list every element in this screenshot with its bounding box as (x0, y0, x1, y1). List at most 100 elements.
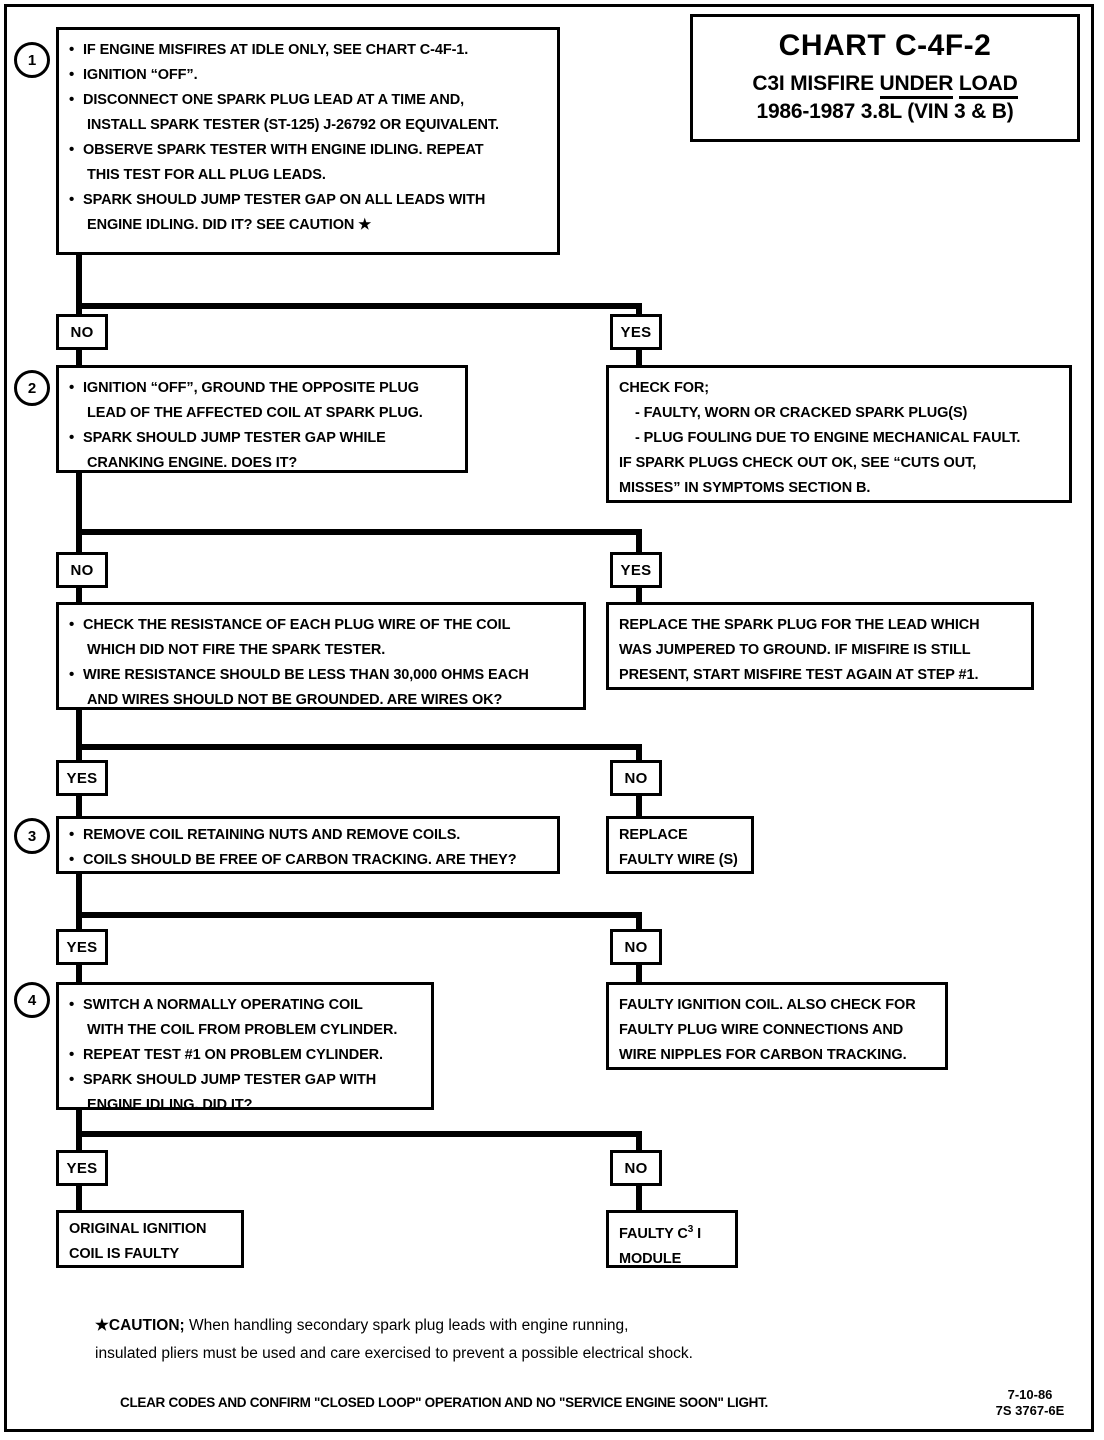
tag-yes-2: YES (610, 552, 662, 588)
check-for-box: CHECK FOR; - FAULTY, WORN OR CRACKED SPA… (606, 365, 1072, 503)
step-marker-4: 4 (14, 982, 50, 1018)
tag-yes-3: YES (56, 760, 108, 796)
connector-v-step2-down (76, 473, 82, 553)
chart-number: CHART C-4F-2 (778, 29, 992, 62)
connector-h-resistance (76, 744, 642, 750)
connector-v-step4-no (636, 1131, 642, 1151)
step2-box: IGNITION “OFF”, GROUND THE OPPOSITE PLUG… (56, 365, 468, 473)
step-marker-3: 3 (14, 818, 50, 854)
connector-v-no1-box2 (76, 348, 82, 368)
connector-h-step2 (76, 529, 642, 535)
tag-no-5: NO (610, 1150, 662, 1186)
tag-yes-5: YES (56, 1150, 108, 1186)
replace-plug-line-3: PRESENT, START MISFIRE TEST AGAIN AT STE… (619, 667, 979, 683)
tag-no-4: NO (610, 929, 662, 965)
connector-v-step3-no (636, 912, 642, 932)
tag-no-3: NO (610, 760, 662, 796)
faulty-coil-line-2: FAULTY PLUG WIRE CONNECTIONS AND (619, 1022, 904, 1038)
connector-h-step1 (76, 303, 642, 309)
chart-subtitle: C3I MISFIRE UNDER LOAD (693, 72, 1077, 99)
step4-bullet-3: SPARK SHOULD JUMP TESTER GAP WITHENGINE … (69, 1067, 421, 1118)
check-for-line-3: - PLUG FOULING DUE TO ENGINE MECHANICAL … (635, 430, 1021, 446)
connector-v-step3-down (76, 874, 82, 934)
subtitle-under: UNDER (879, 72, 953, 99)
tag-yes-1: YES (610, 314, 662, 350)
connector-v-resistance-down (76, 710, 82, 772)
replace-faulty-wire-box: REPLACE FAULTY WIRE (S) (606, 816, 754, 874)
original-coil-faulty-box: ORIGINAL IGNITION COIL IS FAULTY (56, 1210, 244, 1268)
title-block: CHART C-4F-2 C3I MISFIRE UNDER LOAD 1986… (690, 14, 1080, 142)
caution-text-1: When handling secondary spark plug leads… (184, 1317, 629, 1334)
connector-h-step4 (76, 1131, 642, 1137)
faulty-coil-line-1: FAULTY IGNITION COIL. ALSO CHECK FOR (619, 997, 916, 1013)
step1-bullet-1: IF ENGINE MISFIRES AT IDLE ONLY, SEE CHA… (69, 37, 547, 63)
faulty-module-box: FAULTY C3 I MODULE (606, 1210, 738, 1268)
step3-bullet-1: REMOVE COIL RETAINING NUTS AND REMOVE CO… (69, 822, 547, 848)
footer-doc-info: 7-10-86 7S 3767-6E (975, 1387, 1085, 1419)
faulty-coil-line-3: WIRE NIPPLES FOR CARBON TRACKING. (619, 1047, 907, 1063)
connector-v-yes1-checkbox (636, 348, 642, 368)
connector-v-yes5-originalcoil (76, 1184, 82, 1212)
tag-no-2: NO (56, 552, 108, 588)
subtitle-mid (953, 72, 959, 95)
subtitle-under2: LOAD (958, 72, 1018, 99)
module-line-2: MODULE (619, 1250, 682, 1267)
connector-v-no2-resistance (76, 586, 82, 606)
step2-bullet-1: IGNITION “OFF”, GROUND THE OPPOSITE PLUG… (69, 375, 455, 426)
footer-date-value: 7-10-86 (1007, 1387, 1053, 1402)
connector-v-yes3-step3 (76, 794, 82, 818)
connector-v-step1-yes (636, 303, 642, 319)
check-for-line-5: MISSES” IN SYMPTOMS SECTION B. (619, 480, 871, 496)
resistance-check-box: CHECK THE RESISTANCE OF EACH PLUG WIRE O… (56, 602, 586, 710)
connector-v-no3-replacewire (636, 794, 642, 818)
caution-note: ★CAUTION; When handling secondary spark … (95, 1312, 995, 1368)
original-coil-line-1: ORIGINAL IGNITION (69, 1221, 207, 1237)
connector-v-step1-down (76, 255, 82, 319)
resistance-bullet-1: CHECK THE RESISTANCE OF EACH PLUG WIRE O… (69, 612, 573, 663)
connector-v-step2-yes (636, 529, 642, 553)
step3-bullet-2: COILS SHOULD BE FREE OF CARBON TRACKING.… (69, 847, 547, 873)
check-for-line-2: - FAULTY, WORN OR CRACKED SPARK PLUG(S) (635, 405, 968, 421)
tag-no-1: NO (56, 314, 108, 350)
connector-v-yes4-step4 (76, 963, 82, 985)
tag-yes-4: YES (56, 929, 108, 965)
step3-box: REMOVE COIL RETAINING NUTS AND REMOVE CO… (56, 816, 560, 874)
check-for-line-1: CHECK FOR; (619, 380, 710, 396)
replace-wire-line-2: FAULTY WIRE (S) (619, 852, 738, 868)
page-border (4, 4, 1094, 1432)
resistance-bullet-2: WIRE RESISTANCE SHOULD BE LESS THAN 30,0… (69, 662, 573, 713)
step1-bullet-4: OBSERVE SPARK TESTER WITH ENGINE IDLING.… (69, 137, 547, 188)
step1-box: IF ENGINE MISFIRES AT IDLE ONLY, SEE CHA… (56, 27, 560, 255)
chart-application: 1986-1987 3.8L (VIN 3 & B) (756, 100, 1014, 123)
connector-v-yes2-replaceplug (636, 586, 642, 606)
connector-v-no5-module (636, 1184, 642, 1212)
connector-v-resistance-no (636, 744, 642, 766)
step1-bullet-2: IGNITION “OFF”. (69, 62, 547, 88)
step-marker-2: 2 (14, 370, 50, 406)
step2-bullet-2: SPARK SHOULD JUMP TESTER GAP WHILECRANKI… (69, 425, 455, 476)
replace-spark-plug-box: REPLACE THE SPARK PLUG FOR THE LEAD WHIC… (606, 602, 1034, 690)
subtitle-pre: C3I MISFIRE (752, 72, 880, 95)
faulty-ignition-coil-box: FAULTY IGNITION COIL. ALSO CHECK FOR FAU… (606, 982, 948, 1070)
caution-heading: CAUTION; (108, 1317, 185, 1334)
caution-star-icon: ★ (95, 1317, 109, 1334)
step-marker-1: 1 (14, 42, 50, 78)
footer-note: CLEAR CODES AND CONFIRM "CLOSED LOOP" OP… (120, 1395, 768, 1410)
replace-wire-line-1: REPLACE (619, 827, 688, 843)
check-for-line-4: IF SPARK PLUGS CHECK OUT OK, SEE “CUTS O… (619, 455, 977, 471)
caution-line-2: insulated pliers must be used and care e… (95, 1345, 693, 1362)
connector-v-no4-faultycoil (636, 963, 642, 985)
module-line-1: FAULTY C3 I (619, 1224, 702, 1242)
step4-bullet-2: REPEAT TEST #1 ON PROBLEM CYLINDER. (69, 1042, 421, 1068)
footer-code-value: 7S 3767-6E (995, 1403, 1065, 1418)
connector-v-step4-down (76, 1110, 82, 1174)
original-coil-line-2: COIL IS FAULTY (69, 1246, 180, 1262)
step1-bullet-5: SPARK SHOULD JUMP TESTER GAP ON ALL LEAD… (69, 187, 547, 238)
replace-plug-line-1: REPLACE THE SPARK PLUG FOR THE LEAD WHIC… (619, 617, 980, 633)
replace-plug-line-2: WAS JUMPERED TO GROUND. IF MISFIRE IS ST… (619, 642, 971, 658)
step1-bullet-3: DISCONNECT ONE SPARK PLUG LEAD AT A TIME… (69, 87, 547, 138)
connector-h-step3 (76, 912, 642, 918)
